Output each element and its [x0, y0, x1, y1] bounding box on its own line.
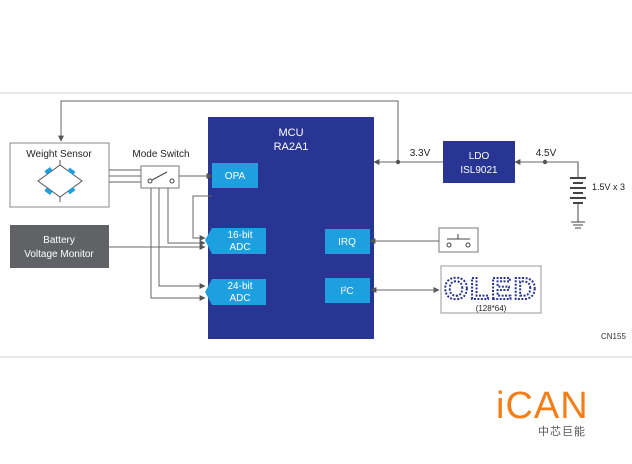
i2c-block — [325, 278, 370, 303]
figure-id: CN155 — [601, 332, 626, 341]
adc24-block — [205, 279, 266, 305]
irq-block — [325, 229, 370, 254]
push-button-block — [438, 227, 479, 253]
rail-3v3-label: 3.3V — [410, 148, 431, 159]
battery-monitor-block — [10, 225, 109, 268]
adc24-label-line1: 24-bit — [227, 281, 252, 292]
battery-icon — [570, 163, 586, 229]
mode-switch-block — [140, 165, 180, 189]
irq-label: IRQ — [338, 237, 356, 248]
weight-sensor-label: Weight Sensor — [26, 149, 92, 160]
junction-dot — [542, 159, 548, 165]
mcu-label: MCU — [278, 127, 303, 139]
battery-monitor-label-line2: Voltage Monitor — [24, 249, 94, 260]
battery-monitor-label-line1: Battery — [43, 235, 75, 246]
rail-4v5-label: 4.5V — [536, 148, 557, 159]
connections — [58, 100, 579, 301]
ldo-label: LDO — [469, 151, 490, 162]
opa-block — [212, 163, 258, 188]
adc16-block — [205, 228, 266, 254]
mcu-part-label: RA2A1 — [274, 141, 309, 153]
logo-subtitle: 中芯巨能 — [538, 424, 586, 438]
oled-block — [440, 265, 542, 314]
opa-label: OPA — [225, 171, 246, 182]
bridge-icon — [37, 160, 83, 202]
ldo-part-label: ISL9021 — [460, 165, 498, 176]
adc24-label-line2: ADC — [229, 293, 250, 304]
oled-resolution: (128*64) — [476, 304, 507, 313]
oled-text: OLED — [444, 271, 538, 306]
switch-icon — [147, 171, 175, 184]
adc16-label-line1: 16-bit — [227, 230, 252, 241]
push-button-icon — [446, 234, 471, 248]
ldo-block — [443, 141, 515, 183]
logo-text: iCAN — [496, 385, 589, 427]
ican-logo: iCAN 中芯巨能 — [496, 385, 589, 438]
adc16-label-line2: ADC — [229, 242, 250, 253]
battery-label: 1.5V x 3 — [592, 182, 625, 192]
mode-switch-label: Mode Switch — [132, 149, 189, 160]
i2c-label: I²C — [340, 286, 353, 297]
junction-dot — [395, 159, 401, 165]
